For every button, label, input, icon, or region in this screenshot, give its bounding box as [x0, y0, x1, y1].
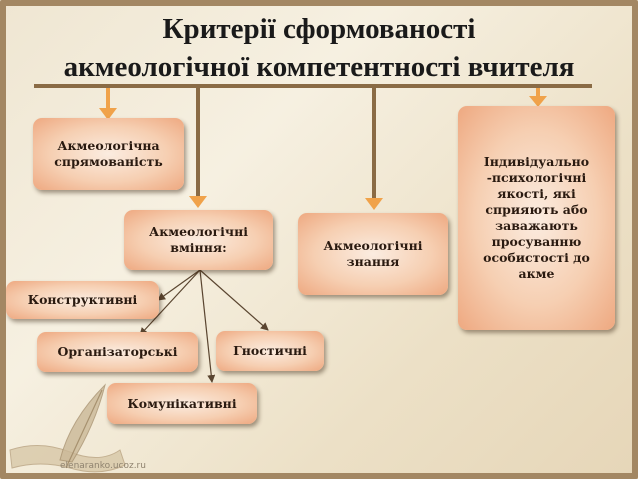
arrow-to-spriamovanist: [99, 88, 117, 120]
box-akmeolohichni-vminnia: Акмеологічні вміння:: [124, 210, 273, 270]
box-akmeolohichni-znannia: Акмеологічні знання: [298, 213, 448, 295]
arrow-to-znannia: [365, 88, 383, 210]
arrow-to-yakosti: [529, 88, 547, 107]
box-komunikatyvni: Комунікативні: [107, 383, 257, 424]
watermark-text: elenaranko.ucoz.ru: [60, 461, 146, 471]
box-orhanizatorski: Організаторські: [37, 332, 198, 372]
skills-fan-arrows: [139, 269, 269, 383]
horizontal-connector: [34, 84, 592, 88]
box-hnostychni: Гностичні: [216, 331, 324, 371]
title-line-1: Критерії сформованості: [162, 13, 476, 45]
arrow-to-vminnia: [189, 88, 207, 208]
box-konstruktyvni: Конструктивні: [6, 281, 159, 319]
title-line-2: акмеологічної компетентності вчителя: [63, 51, 575, 83]
box-individualno-psykholohichni-yakosti: Індивідуально -психологічні якості, які …: [458, 106, 615, 330]
box-akmeolohichna-spriamovanist: Акмеологічна спрямованість: [33, 118, 184, 190]
quill-scroll-decoration: [9, 383, 126, 473]
